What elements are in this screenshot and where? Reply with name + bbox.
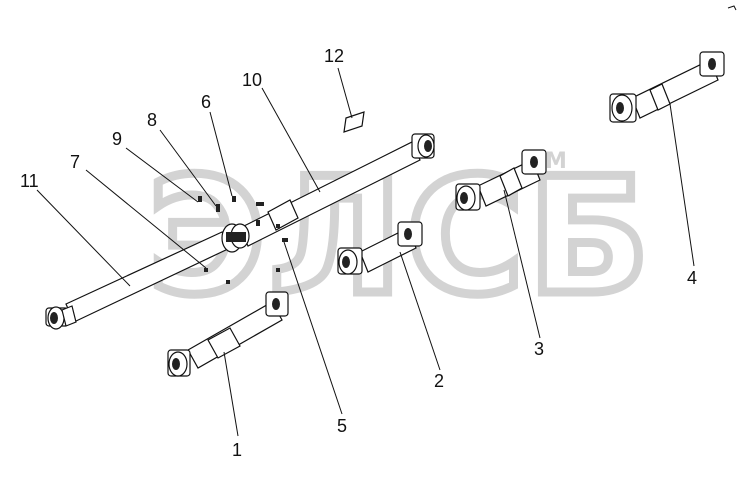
svg-text:М: М xyxy=(545,149,567,174)
callout-7: 7 xyxy=(70,152,80,172)
callout-4: 4 xyxy=(687,268,697,288)
callout-1: 1 xyxy=(232,440,242,460)
driveshaft-part-4 xyxy=(609,51,725,123)
driveshaft-part-1 xyxy=(167,291,289,377)
plate-part-12 xyxy=(343,111,365,133)
driveshaft-part-2 xyxy=(337,221,423,275)
leader-lines xyxy=(36,67,695,437)
callout-9: 9 xyxy=(112,129,122,149)
callout-8: 8 xyxy=(147,110,157,130)
driveshaft-part-3 xyxy=(455,149,547,211)
callout-6: 6 xyxy=(201,92,211,112)
callout-12: 12 xyxy=(324,46,344,66)
callout-11: 11 xyxy=(20,171,39,191)
corner-mark xyxy=(727,5,737,11)
callout-3: 3 xyxy=(534,339,544,359)
callout-5: 5 xyxy=(337,416,347,436)
callout-2: 2 xyxy=(434,371,444,391)
callout-10: 10 xyxy=(242,70,262,90)
